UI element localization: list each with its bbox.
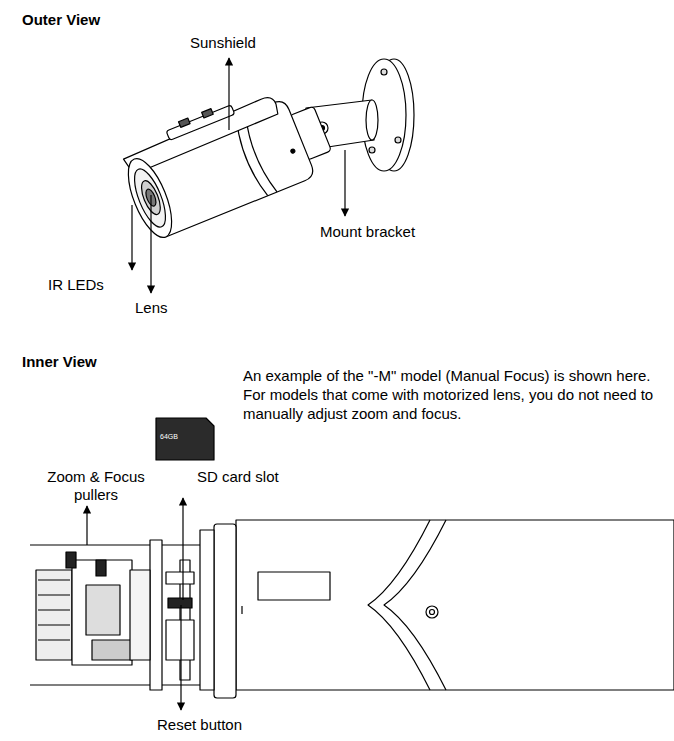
section-heading: Outer View xyxy=(22,11,222,29)
part-label: Mount bracket xyxy=(320,223,460,241)
camera-body xyxy=(113,73,339,243)
leader-line xyxy=(180,605,181,710)
leader-line xyxy=(228,58,229,130)
housing xyxy=(236,520,674,690)
part-label: IR LEDs xyxy=(48,276,128,294)
card-text: 64GB xyxy=(160,432,200,441)
leader-line xyxy=(344,150,345,216)
part-label: Sunshield xyxy=(190,34,280,52)
leader-line xyxy=(150,195,151,293)
part-label: Reset button xyxy=(157,716,277,734)
inner-chassis xyxy=(30,540,200,690)
part-label: Lens xyxy=(135,299,195,317)
leader-line xyxy=(182,498,183,600)
leader-line xyxy=(86,506,87,545)
sd-card xyxy=(156,418,214,460)
part-label: Zoom & Focus pullers xyxy=(40,468,152,504)
section-heading: Inner View xyxy=(22,353,222,371)
mount-plate xyxy=(362,59,406,171)
note-text: An example of the "-M" model (Manual Foc… xyxy=(243,366,668,423)
leader-line xyxy=(131,205,132,270)
part-label: SD card slot xyxy=(197,468,317,486)
housing-ring xyxy=(214,524,236,698)
